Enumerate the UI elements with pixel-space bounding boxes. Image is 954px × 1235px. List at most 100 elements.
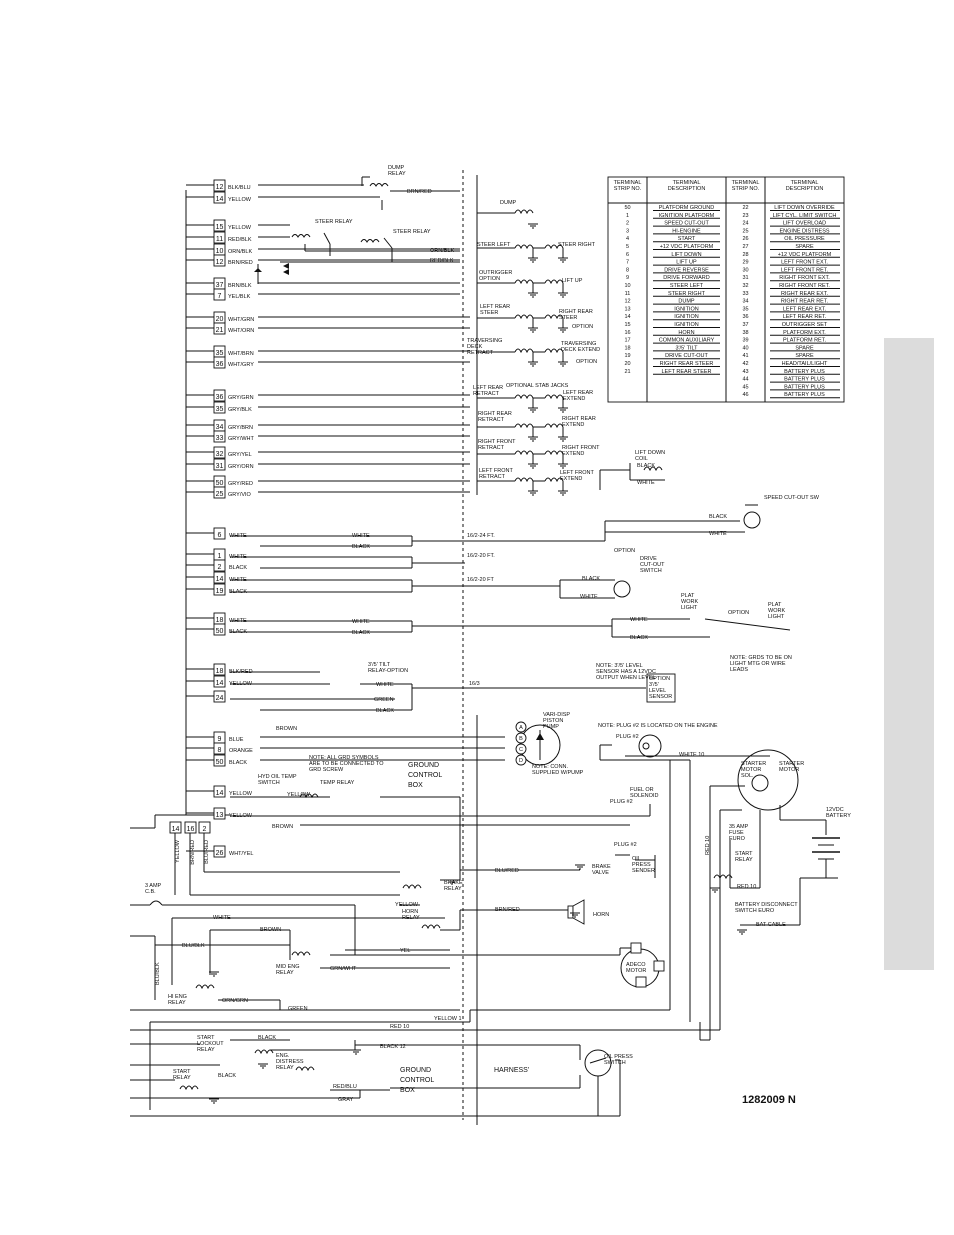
start-relay-coil [713, 874, 733, 880]
column-terminal-16 [184, 821, 197, 834]
terminal-number: 13 [216, 812, 224, 819]
terminal-number: 2 [203, 826, 207, 833]
table-cell: RIGHT REAR RET. [781, 299, 829, 305]
table-cell: 45 [742, 384, 748, 390]
wire-label: WHT/BRN [228, 351, 254, 357]
lift-down-coil [643, 466, 663, 472]
wire-label: YELLOW 1 [434, 1016, 462, 1022]
terminal-number: 50 [216, 480, 224, 487]
cable-label: 16/2-20 FT. [467, 553, 495, 559]
table-cell: IGNITION PLATFORM [659, 213, 715, 219]
terminal-31 [213, 458, 226, 471]
table-cell: LIFT UP [676, 260, 697, 266]
table-cell: 10 [624, 283, 630, 289]
table-cell: SPARE [795, 244, 814, 250]
solenoid-coil [544, 423, 564, 429]
coil-label: STEER LEFT [477, 242, 511, 248]
terminal-12 [213, 179, 226, 192]
table-cell: 37 [742, 322, 748, 328]
table-cell: 14 [624, 314, 630, 320]
relay-label: STEER RELAY [315, 219, 353, 225]
terminal-36 [213, 389, 226, 402]
start-lockout-relay-coil [254, 1049, 274, 1055]
table-cell: 35 [742, 306, 748, 312]
pump-pin-b [515, 732, 527, 744]
table-cell: LEFT FRONT EXT. [781, 260, 828, 266]
table-cell: 33 [742, 291, 748, 297]
wire-label: GRY/VIO [228, 492, 252, 498]
dump-relay [361, 176, 460, 210]
wire-label: BLU/RED [495, 868, 519, 874]
terminal-number: 21 [216, 327, 224, 334]
solenoid-coil [544, 450, 564, 456]
table-cell: HEAD/TAIL/LIGHT [782, 361, 828, 367]
table-cell: STEER LEFT [670, 283, 704, 289]
wire-label: YEL/BLK [228, 294, 251, 300]
table-cell: 16 [624, 330, 630, 336]
table-cell: 26 [742, 236, 748, 242]
coil-label: OPTIONAL STAB JACKS [506, 383, 569, 389]
pin-letter: C [519, 747, 523, 753]
table-cell: IGNITION [674, 314, 698, 320]
wire-label: GRY/ORN [228, 464, 254, 470]
table-cell: SPARE [795, 345, 814, 351]
terminal-number: 6 [218, 532, 222, 539]
wire-label: ORN/GRN [222, 998, 248, 1004]
wire-label: BRN/RED [228, 260, 253, 266]
solenoid-coil [544, 314, 564, 320]
table-cell: 46 [742, 392, 748, 398]
table-cell: DUMP [678, 299, 695, 305]
table-cell: 3'/5' TILT [675, 345, 698, 351]
table-cell: 17 [624, 338, 630, 344]
coil-label: STEER RIGHT [558, 242, 596, 248]
table-cell: 8 [626, 267, 629, 273]
terminal-number: 35 [216, 350, 224, 357]
terminal-number: 12 [216, 184, 224, 191]
table-cell: IGNITION [674, 322, 698, 328]
wire-label: WHITE 10 [679, 752, 704, 758]
table-cell: LIFT CYL. LIMIT SWITCH [773, 213, 837, 219]
solenoid-coil [544, 477, 564, 483]
terminal-21 [213, 322, 226, 335]
solenoid-coil [544, 348, 564, 354]
wire-label: BROWN [272, 824, 293, 830]
wire-label: WHITE [213, 915, 231, 921]
table-cell: 22 [742, 205, 748, 211]
wire-label: WHT/YEL [229, 851, 253, 857]
table-cell: 39 [742, 338, 748, 344]
wire-label: WHITE [229, 554, 247, 560]
solenoid-coil [514, 394, 534, 400]
wire-label: YELLOW [228, 225, 252, 231]
solenoid-coil [514, 279, 534, 285]
terminal-number: 26 [216, 850, 224, 857]
table-cell: +12 VDC PLATFORM [778, 252, 832, 258]
terminal-number: 33 [216, 435, 224, 442]
level-sensor-box [646, 673, 676, 703]
table-cell: 18 [624, 345, 630, 351]
terminal-number: 34 [216, 424, 224, 431]
terminal-15 [213, 219, 226, 232]
device-label: SPEED CUT-OUT SW [764, 495, 820, 501]
wire-label: BLACK [229, 589, 247, 595]
terminal-number: 18 [216, 668, 224, 675]
terminal-number: 9 [218, 736, 222, 743]
wire-label: RED 10 [705, 836, 711, 855]
wire-label: BLK/RED [229, 669, 253, 675]
device-label: OPTION [614, 548, 635, 554]
table-cell: 29 [742, 260, 748, 266]
eng-distress-relay-coil [295, 1066, 315, 1072]
table-cell: PLATFORM GROUND [659, 205, 715, 211]
terminal-number: 36 [216, 394, 224, 401]
wire-label: WHITE [637, 480, 655, 486]
